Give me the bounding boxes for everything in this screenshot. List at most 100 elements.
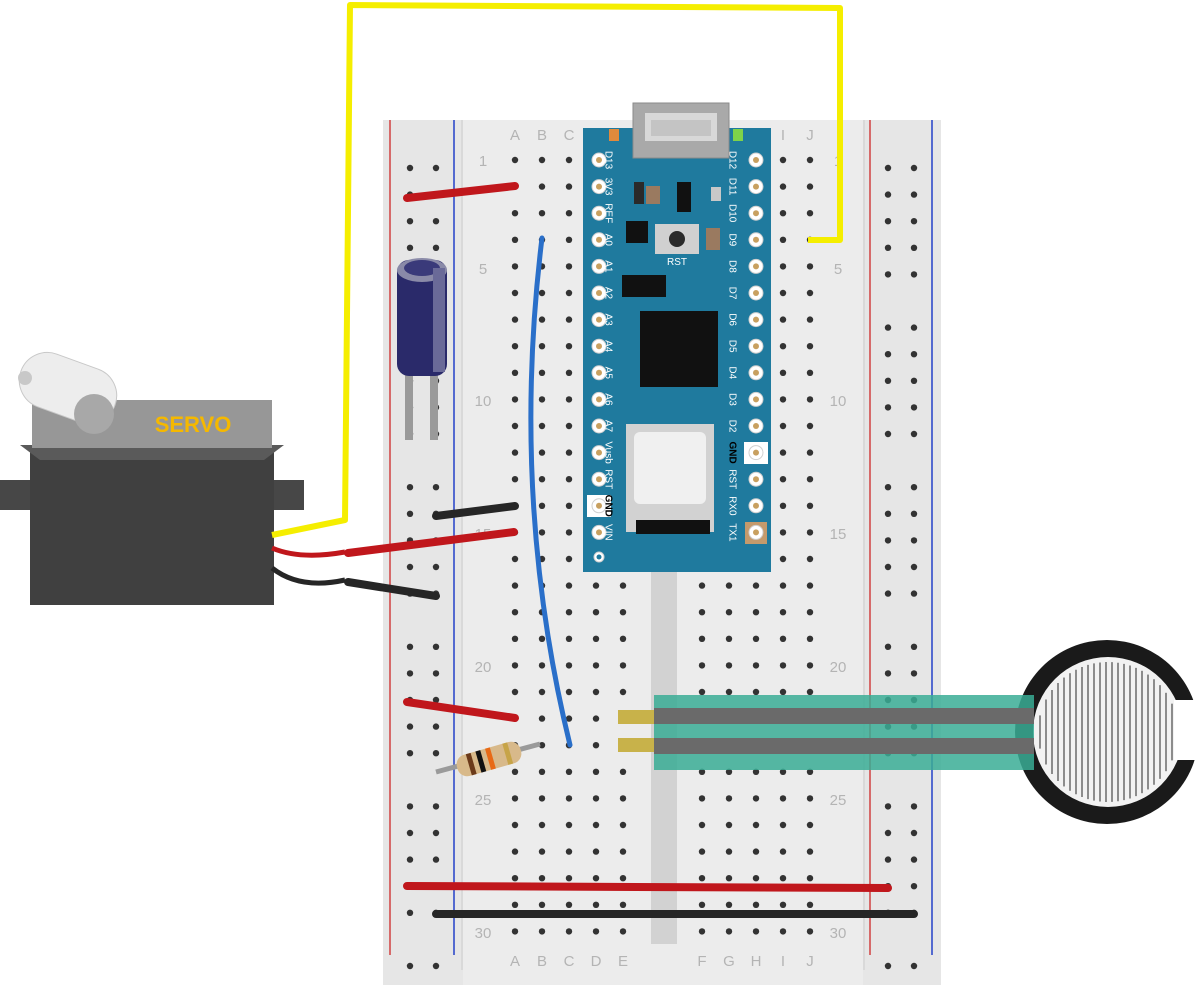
pin-label-left: A6	[603, 393, 614, 406]
rail-hole	[432, 723, 440, 730]
breadboard-hole	[806, 795, 814, 802]
breadboard-hole	[806, 396, 814, 403]
breadboard-hole	[752, 875, 760, 882]
reset-label: RST	[667, 257, 687, 268]
rail-hole	[910, 537, 918, 544]
pin-hole	[753, 476, 759, 483]
pin-label-right: D3	[727, 393, 738, 406]
breadboard-hole	[511, 263, 519, 270]
pin-label-left: 3V3	[603, 178, 614, 196]
breadboard-hole	[511, 210, 519, 217]
led-green	[733, 129, 743, 141]
breadboard-hole	[779, 263, 787, 270]
pin-hole	[753, 529, 759, 536]
breadboard-hole	[538, 343, 546, 350]
breadboard-hole	[565, 848, 573, 855]
breadboard-hole	[806, 343, 814, 350]
rail-hole	[884, 962, 892, 970]
pin-hole	[596, 183, 602, 190]
breadboard-hole	[806, 635, 814, 642]
pin-label-right: D5	[727, 340, 738, 353]
breadboard-hole	[806, 875, 814, 882]
pin-hole	[596, 369, 602, 376]
breadboard-hole	[779, 156, 787, 164]
breadboard-hole	[725, 768, 733, 775]
breadboard-hole	[511, 582, 519, 589]
col-label: B	[537, 127, 547, 144]
servo-ground-lead	[270, 565, 346, 586]
pin-hole	[596, 449, 602, 456]
wire-red	[403, 698, 519, 722]
row-label: 20	[475, 659, 492, 676]
breadboard-hole	[806, 582, 814, 589]
rail-hole	[406, 723, 414, 730]
breadboard-hole	[806, 263, 814, 270]
rail-hole	[910, 191, 918, 198]
breadboard-hole	[565, 183, 573, 190]
breadboard-hole	[725, 635, 733, 642]
rail-hole	[432, 962, 440, 970]
pin-label-right: D9	[727, 233, 738, 246]
row-label: 5	[479, 261, 487, 278]
fsr-pin	[618, 738, 654, 752]
pin-hole	[596, 529, 602, 536]
rail-hole	[910, 218, 918, 225]
breadboard-hole	[779, 343, 787, 350]
pin-label-right: D8	[727, 260, 738, 273]
breadboard-hole	[619, 901, 627, 908]
breadboard-hole	[511, 795, 519, 802]
breadboard-hole	[779, 875, 787, 882]
row-label: 10	[830, 393, 847, 410]
pin-hole	[596, 316, 602, 323]
breadboard-hole	[752, 795, 760, 802]
row-label: 30	[830, 925, 847, 942]
col-label: F	[697, 953, 706, 970]
breadboard-hole	[592, 609, 600, 616]
breadboard-hole	[511, 476, 519, 483]
reset-button-cap	[669, 231, 685, 247]
breadboard-hole	[538, 396, 546, 403]
pin-hole	[753, 343, 759, 350]
pin-label-right: D11	[727, 178, 738, 196]
pin-hole	[596, 476, 602, 483]
breadboard-hole	[806, 768, 814, 775]
rail-hole	[406, 218, 414, 225]
breadboard-hole	[619, 688, 627, 696]
pin-label-right: D6	[727, 313, 738, 326]
breadboard-hole	[779, 369, 787, 376]
rail-hole	[406, 670, 414, 677]
rail-hole	[432, 563, 440, 571]
pin-hole	[753, 449, 759, 456]
breadboard-hole	[511, 928, 519, 935]
breadboard-hole	[806, 316, 814, 323]
col-label: E	[618, 953, 628, 970]
pin-hole	[753, 183, 759, 190]
rail-hole	[432, 829, 440, 837]
rail-hole	[432, 856, 440, 863]
breadboard-hole	[806, 662, 814, 669]
breadboard-hole	[565, 821, 573, 829]
pin-hole	[596, 236, 602, 243]
pin-hole	[753, 423, 759, 429]
col-label: H	[751, 953, 762, 970]
rail-hole	[910, 404, 918, 411]
breadboard-hole	[592, 928, 600, 935]
breadboard-hole	[538, 422, 546, 430]
rail-hole	[910, 484, 918, 491]
breadboard-hole	[565, 875, 573, 882]
col-label: A	[510, 127, 520, 144]
rail-hole	[910, 244, 918, 251]
pin-hole	[753, 369, 759, 376]
breadboard-hole	[565, 662, 573, 669]
breadboard-hole	[538, 928, 546, 935]
breadboard-hole	[779, 635, 787, 642]
breadboard-hole	[511, 688, 519, 696]
rail-hole	[406, 750, 414, 757]
breadboard-hole	[806, 529, 814, 536]
breadboard-hole	[538, 742, 546, 749]
rail-hole	[910, 324, 918, 331]
servo-label: SERVO	[155, 412, 232, 437]
breadboard-hole	[565, 156, 573, 164]
arduino-pins: D133V3REFA0A1A2A3A4A5A6A7VusbRSTGNDVIND1…	[591, 151, 764, 542]
rail-hole	[884, 404, 892, 411]
